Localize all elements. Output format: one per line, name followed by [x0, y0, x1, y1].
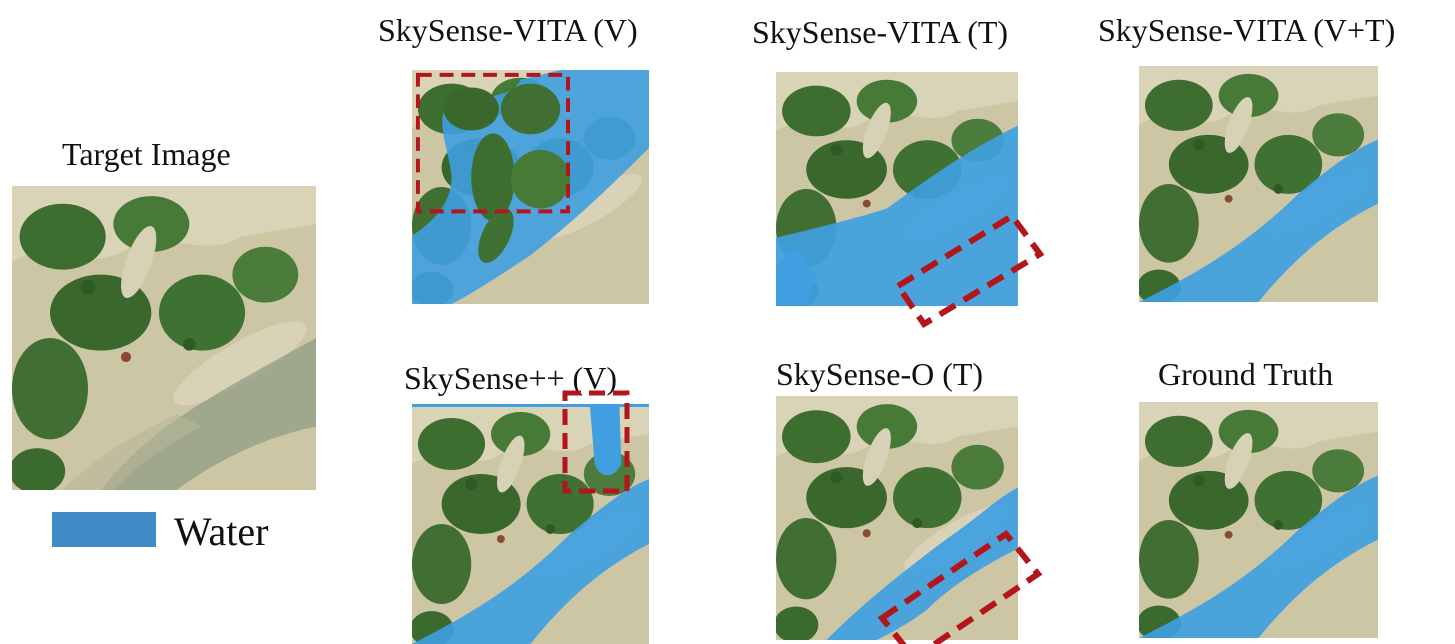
- highlight-box-vita-t: [893, 212, 1045, 329]
- highlight-box-skysense-o: [877, 529, 1043, 644]
- title-target-image: Target Image: [62, 136, 231, 172]
- panel-ground-truth: [1139, 402, 1378, 638]
- highlight-box-skysense-pp: [562, 390, 630, 494]
- title-skysense-pp: SkySense++ (V): [404, 360, 617, 396]
- panel-vita-v: [412, 70, 649, 304]
- panel-vita-vt: [1139, 66, 1378, 302]
- title-ground-truth: Ground Truth: [1158, 356, 1334, 392]
- title-vita-v: SkySense-VITA (V): [378, 12, 638, 48]
- title-vita-vt: SkySense-VITA (V+T): [1098, 12, 1396, 48]
- title-vita-t: SkySense-VITA (T): [752, 14, 1009, 50]
- legend-water-label: Water: [174, 509, 269, 554]
- target-image: [12, 186, 316, 490]
- panel-skysense-pp: [412, 404, 649, 644]
- title-skysense-o: SkySense-O (T): [776, 356, 984, 392]
- legend-water-swatch: [52, 512, 156, 547]
- panel-skysense-o: [776, 396, 1018, 640]
- panel-vita-t: [776, 72, 1018, 306]
